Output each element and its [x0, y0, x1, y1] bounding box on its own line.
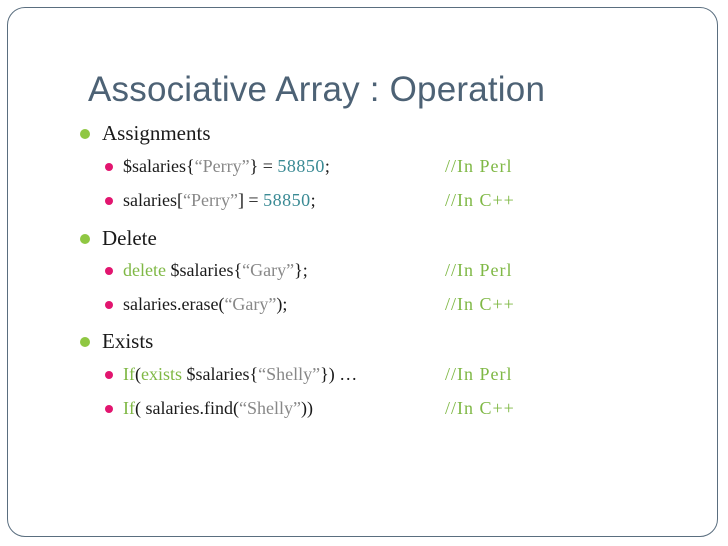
bullet-delete: Delete — [80, 226, 157, 251]
list-item: salaries[“Perry”] = 58850; //In C++ — [105, 190, 515, 211]
bullet-dot-icon — [80, 336, 90, 347]
bullet-dot-icon — [105, 266, 113, 275]
bullet-dot-icon — [105, 370, 113, 379]
list-item: If(exists $salaries{“Shelly”}) … //In Pe… — [105, 364, 513, 385]
list-item: $salaries{“Perry”} = 58850; //In Perl — [105, 156, 513, 177]
bullet-dot-icon — [105, 162, 113, 171]
slide-title: Associative Array : Operation — [88, 70, 546, 109]
bullet-dot-icon — [105, 300, 113, 309]
bullet-dot-icon — [80, 128, 90, 139]
bullet-dot-icon — [105, 196, 113, 205]
list-item: delete $salaries{“Gary”}; //In Perl — [105, 260, 513, 281]
code-comment: //In Perl — [445, 260, 513, 280]
list-item: salaries.erase(“Gary”); //In C++ — [105, 294, 515, 315]
list-item: If( salaries.find(“Shelly”)) //In C++ — [105, 398, 515, 419]
bullet-assignments: Assignments — [80, 121, 211, 146]
code-snippet: If( salaries.find(“Shelly”)) — [123, 398, 313, 418]
code-comment: //In C++ — [445, 294, 515, 314]
code-snippet: If(exists $salaries{“Shelly”}) … — [123, 364, 358, 384]
code-snippet: delete $salaries{“Gary”}; — [123, 260, 308, 280]
section-heading: Exists — [102, 329, 154, 353]
bullet-dot-icon — [105, 404, 113, 413]
code-snippet: salaries[“Perry”] = 58850; — [123, 190, 316, 210]
section-heading: Delete — [102, 226, 157, 250]
code-comment: //In Perl — [445, 156, 513, 176]
code-comment: //In C++ — [445, 190, 515, 210]
code-snippet: $salaries{“Perry”} = 58850; — [123, 156, 330, 176]
section-heading: Assignments — [102, 121, 211, 145]
slide-frame: Associative Array : Operation — [7, 7, 718, 537]
bullet-dot-icon — [80, 233, 90, 244]
code-comment: //In Perl — [445, 364, 513, 384]
bullet-exists: Exists — [80, 329, 153, 354]
code-comment: //In C++ — [445, 398, 515, 418]
code-snippet: salaries.erase(“Gary”); — [123, 294, 288, 314]
